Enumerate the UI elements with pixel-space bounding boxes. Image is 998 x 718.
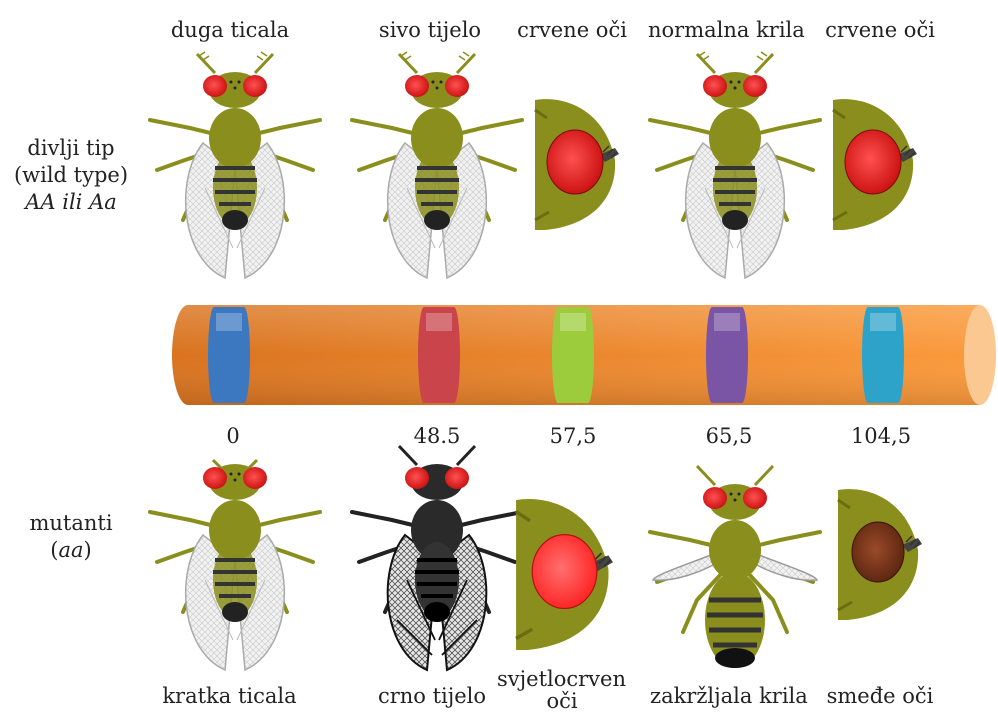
trait-label-brown-eyes: smeđe oči bbox=[815, 684, 945, 708]
mutant-genotype: (aa) bbox=[6, 537, 136, 564]
chromosome-end-cap bbox=[964, 305, 996, 405]
fly-wild-type-wings bbox=[645, 48, 825, 288]
locus-position-4: 104,5 bbox=[826, 424, 936, 448]
trait-label-long-antennae: duga ticala bbox=[170, 18, 290, 42]
trait-label-short-antennae: kratka ticala bbox=[162, 684, 297, 708]
wild-type-name: divlji tip bbox=[6, 135, 136, 162]
fly-wild-type-body bbox=[347, 48, 527, 288]
trait-label-grey-body: sivo tijelo bbox=[370, 18, 490, 42]
eye-wild-type-1 bbox=[535, 100, 625, 230]
eye-mutant-light-red bbox=[513, 500, 623, 650]
trait-label-red-eyes-2: crvene oči bbox=[820, 18, 940, 42]
wild-type-label: divlji tip (wild type) AA ili Aa bbox=[6, 135, 136, 216]
locus-position-3: 65,5 bbox=[674, 424, 784, 448]
fly-wild-type-antennae bbox=[145, 48, 325, 288]
fly-mutant-black-body bbox=[347, 440, 527, 680]
chromosome-map bbox=[170, 303, 998, 413]
trait-label-normal-wings: normalna krila bbox=[648, 18, 788, 42]
wild-type-english: (wild type) bbox=[6, 162, 136, 189]
mutant-label: mutanti (aa) bbox=[6, 510, 136, 564]
trait-label-black-body: crno tijelo bbox=[372, 684, 492, 708]
fly-mutant-vestigial-wings bbox=[645, 460, 825, 690]
eye-mutant-brown bbox=[838, 490, 928, 620]
fly-mutant-short-antennae bbox=[145, 440, 325, 680]
trait-label-red-eyes-1: crvene oči bbox=[512, 18, 632, 42]
mutant-name: mutanti bbox=[6, 510, 136, 537]
eye-wild-type-2 bbox=[833, 100, 923, 230]
locus-position-2: 57,5 bbox=[518, 424, 628, 448]
wild-type-genotype: AA ili Aa bbox=[6, 189, 136, 216]
